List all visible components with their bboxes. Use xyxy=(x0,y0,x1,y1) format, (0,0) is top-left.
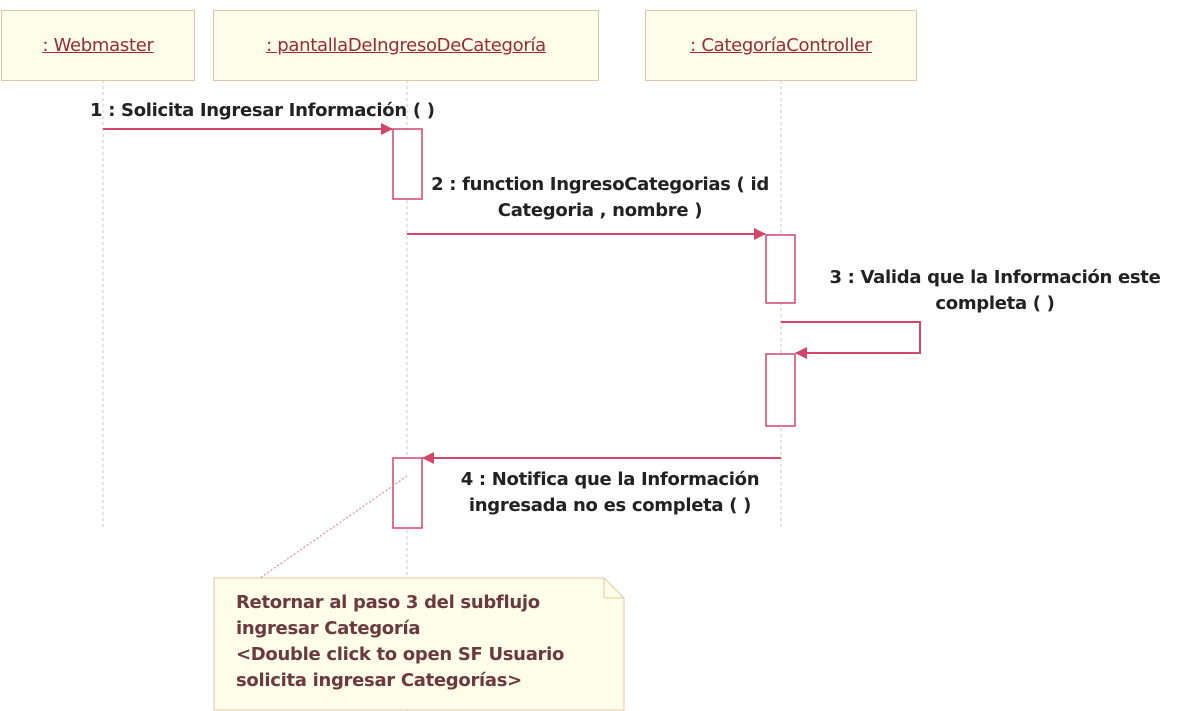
note-line: Retornar al paso 3 del subflujo xyxy=(236,592,540,613)
note-line: ingresar Categoría xyxy=(236,618,421,639)
lifeline-pantalla[interactable]: : pantallaDeIngresoDeCategoría xyxy=(213,10,599,81)
message-label-4[interactable]: 4 : Notifica que la Información ingresad… xyxy=(440,467,780,519)
note-shape[interactable] xyxy=(213,577,625,711)
lifeline-name: : Webmaster xyxy=(42,35,154,56)
note-line: solicita ingresar Categorías> xyxy=(236,670,522,691)
lifeline-name: : CategoríaController xyxy=(690,35,872,56)
activation-controller-2[interactable] xyxy=(765,353,796,427)
message-label-2[interactable]: 2 : function IngresoCategorias ( id Cate… xyxy=(405,172,795,224)
message-text: ingresada no es completa ( ) xyxy=(468,495,752,516)
message-text: 2 : function IngresoCategorias ( id xyxy=(431,174,769,195)
message-text: 4 : Notifica que la Información xyxy=(460,469,760,490)
message-arrow-3[interactable] xyxy=(781,321,921,359)
lifeline-webmaster[interactable]: : Webmaster xyxy=(1,10,195,81)
note-text[interactable]: Retornar al paso 3 del subflujo ingresar… xyxy=(236,590,564,694)
activation-pantalla-2[interactable] xyxy=(392,457,423,529)
message-text: 1 : Solicita Ingresar Información ( ) xyxy=(90,100,435,121)
message-label-3[interactable]: 3 : Valida que la Información este compl… xyxy=(814,265,1176,317)
lifeline-name: : pantallaDeIngresoDeCategoría xyxy=(266,35,546,56)
message-text: Categoria , nombre ) xyxy=(497,200,703,221)
note-fold-icon xyxy=(603,578,624,599)
message-text: 3 : Valida que la Información este xyxy=(829,267,1161,288)
activation-pantalla-1[interactable] xyxy=(392,128,423,200)
note-anchor-line xyxy=(259,475,408,579)
message-label-1[interactable]: 1 : Solicita Ingresar Información ( ) xyxy=(90,98,435,124)
activation-controller-1[interactable] xyxy=(765,234,796,304)
message-text: completa ( ) xyxy=(935,293,1055,314)
lifeline-controller[interactable]: : CategoríaController xyxy=(645,10,917,81)
note-line: <Double click to open SF Usuario xyxy=(236,644,565,665)
